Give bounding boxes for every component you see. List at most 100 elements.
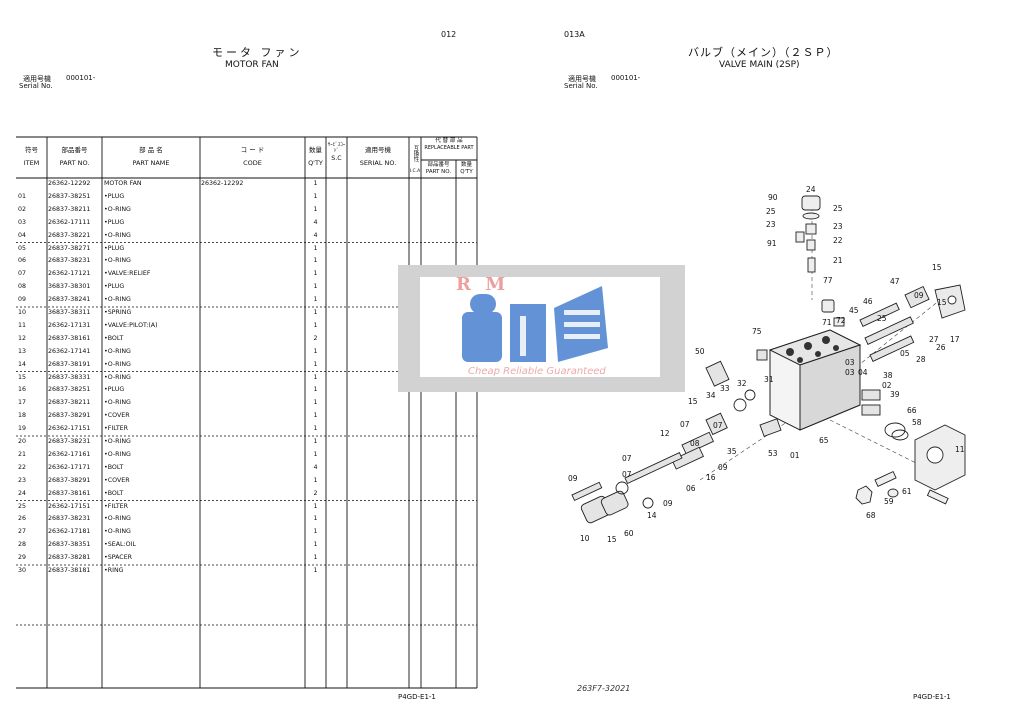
cell-part-no: 26362-17111: [48, 218, 91, 226]
callout-number: 09: [663, 499, 673, 508]
left-serial-value: 000101-: [66, 74, 96, 82]
cell-name: •COVER: [104, 476, 130, 484]
cell-item: 20: [18, 438, 27, 445]
callout-number: 28: [916, 355, 926, 364]
callout-number: 05: [900, 349, 910, 358]
cell-part-no: 26837-38251: [48, 386, 91, 394]
cell-item: 26: [18, 515, 27, 523]
cell-item: 17: [18, 399, 27, 407]
cell-name: •FILTER: [104, 502, 129, 510]
cell-item: 11: [18, 321, 27, 329]
cell-name: •PLUG: [104, 244, 125, 252]
cell-name: •O-RING: [104, 347, 131, 355]
cell-part-no: 26837-38211: [48, 399, 91, 407]
right-serial-label-en: Serial No.: [564, 82, 598, 90]
callout-number: 35: [727, 447, 737, 456]
cell-qty: 1: [313, 180, 318, 187]
left-serial-label-en: Serial No.: [19, 82, 53, 90]
cell-item: 19: [18, 425, 27, 433]
cell-name: •SEAL:OIL: [104, 541, 136, 549]
callout-number: 12: [660, 429, 670, 438]
callout-number: 90: [768, 193, 778, 202]
cell-qty: 1: [313, 283, 318, 291]
cell-part-no: 26837-38211: [48, 205, 91, 213]
cell-qty: 1: [313, 476, 318, 484]
cell-name: •SPRING: [104, 309, 132, 316]
cell-qty: 1: [313, 321, 318, 329]
cell-qty: 1: [313, 554, 318, 562]
callout-number: 60: [624, 529, 634, 538]
cell-name: •O-RING: [104, 450, 131, 458]
watermark-slogan: Cheap Reliable Guaranteed: [468, 366, 606, 377]
cell-item: 18: [18, 412, 27, 420]
cell-part-no: 26837-38351: [48, 541, 91, 549]
left-footer: P4GD-E1-1: [398, 693, 436, 701]
cell-name: •O-RING: [104, 231, 131, 239]
cell-part-no: 26837-38241: [48, 296, 91, 304]
callout-number: 17: [950, 335, 960, 344]
callout-number: 31: [764, 375, 774, 384]
cell-part-no: 26837-38161: [48, 334, 91, 342]
callout-number: 34: [706, 391, 716, 400]
cell-part-no: 26837-38221: [48, 231, 91, 239]
cell-qty: 1: [313, 515, 318, 523]
cell-name: •O-RING: [104, 373, 131, 381]
callout-number: 50: [695, 347, 705, 356]
callout-number: 46: [863, 297, 873, 306]
callout-number: 11: [955, 445, 965, 454]
cell-name: MOTOR FAN: [104, 180, 142, 187]
cell-part-no: 26362-17141: [48, 347, 91, 355]
cell-name: •PLUG: [104, 192, 125, 200]
callout-number: 15: [607, 535, 617, 544]
right-serial-value: 000101-: [611, 74, 641, 82]
callout-number: 15: [932, 263, 942, 272]
cell-qty: 1: [313, 373, 318, 381]
cell-qty: 4: [313, 231, 318, 239]
cell-qty: 1: [313, 347, 318, 355]
cell-part-no: 26362-12292: [48, 180, 91, 187]
cell-qty: 1: [313, 296, 318, 304]
cell-qty: 1: [313, 528, 318, 536]
cell-qty: 1: [313, 567, 318, 574]
cell-part-no: 26362-17161: [48, 450, 91, 458]
callout-number: 08: [690, 439, 700, 448]
cell-part-no: 26837-38291: [48, 412, 91, 420]
callout-number: 25: [766, 207, 776, 216]
cell-qty: 1: [313, 270, 318, 278]
cell-part-no: 26837-38281: [48, 554, 91, 562]
cell-part-no: 26837-38231: [48, 438, 91, 445]
cell-qty: 1: [313, 438, 318, 445]
cell-name: •O-RING: [104, 528, 131, 536]
cell-qty: 1: [313, 425, 318, 433]
callout-number: 58: [912, 418, 922, 427]
cell-name: •PLUG: [104, 283, 125, 291]
cell-item: 22: [18, 463, 27, 471]
callout-number: 75: [752, 327, 762, 336]
callout-number: 02: [882, 381, 892, 390]
cell-item: 09: [18, 296, 27, 304]
callout-number: 09: [568, 474, 578, 483]
callout-number: 25: [833, 204, 843, 213]
cell-name: •BOLT: [104, 463, 124, 471]
